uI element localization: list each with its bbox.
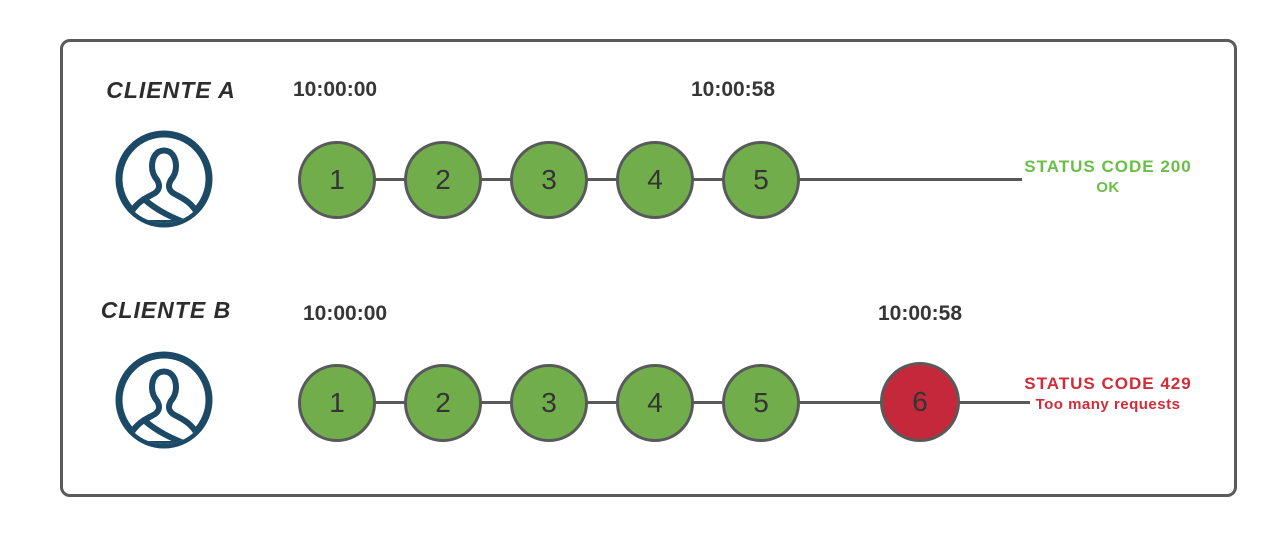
client-b-avatar bbox=[114, 350, 214, 450]
request-circle-b5: 5 bbox=[722, 364, 800, 442]
status-ok-text: OK bbox=[1096, 179, 1120, 196]
status-code-429-text: STATUS CODE 429 bbox=[1024, 374, 1192, 393]
client-a-avatar bbox=[114, 129, 214, 229]
too-many-requests-text: Too many requests bbox=[1035, 396, 1181, 413]
row-b-end-timestamp: 10:00:58 bbox=[877, 302, 963, 325]
request-circle-b3: 3 bbox=[510, 364, 588, 442]
request-circle-a3: 3 bbox=[510, 141, 588, 219]
row-a-end-timestamp: 10:00:58 bbox=[690, 78, 776, 101]
row-b-start-timestamp: 10:00:00 bbox=[303, 302, 388, 325]
request-circle-b4: 4 bbox=[616, 364, 694, 442]
request-circle-b2: 2 bbox=[404, 364, 482, 442]
row-a-start-timestamp: 10:00:00 bbox=[293, 78, 378, 101]
status-code-200-text: STATUS CODE 200 bbox=[1024, 157, 1192, 176]
row-a-status-label: STATUS CODE 200 OK bbox=[1020, 156, 1196, 198]
request-circle-b1: 1 bbox=[298, 364, 376, 442]
user-avatar-icon bbox=[115, 351, 213, 449]
request-circle-a5: 5 bbox=[722, 141, 800, 219]
request-circle-b6-rate-limited: 6 bbox=[880, 362, 960, 442]
row-b-status-label: STATUS CODE 429 Too many requests bbox=[1020, 373, 1196, 415]
request-circle-a4: 4 bbox=[616, 141, 694, 219]
request-circle-a1: 1 bbox=[298, 141, 376, 219]
request-circle-a2: 2 bbox=[404, 141, 482, 219]
client-a-label: CLIENTE A bbox=[106, 77, 236, 103]
client-b-label: CLIENTE B bbox=[100, 297, 232, 323]
user-avatar-icon bbox=[115, 130, 213, 228]
